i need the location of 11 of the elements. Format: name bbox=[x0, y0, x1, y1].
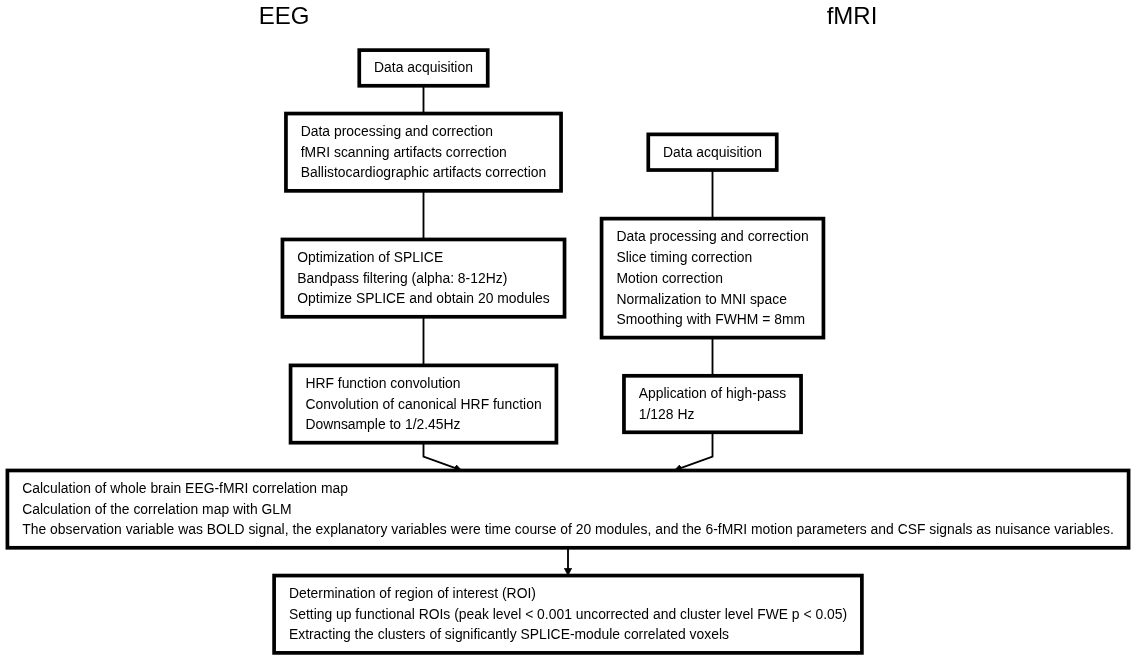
node-box: Data acquisition bbox=[357, 48, 490, 88]
node-box: Data processing and correction Slice timing correction Motion correction Normalization to MNI space Smoothing with FWHM = 8mm bbox=[599, 216, 826, 340]
node-box: HRF function convolution Convolution of canonical HRF function Downsample to 1/2.45Hz bbox=[288, 363, 559, 445]
node-box: Data processing and correction fMRI scanning artifacts correction Ballistocardiographic artifacts correction bbox=[284, 111, 563, 193]
node-box: Calculation of whole brain EEG-fMRI correlation map Calculation of the correlation map with GLM The observation variable was BOLD signal, the explanatory variables were time course of 20 modules, and the 6-fMRI motion parameters and CSF signals as nuisance variables. bbox=[5, 468, 1131, 550]
node-box: Application of high-pass 1/128 Hz bbox=[622, 373, 803, 435]
node-box: Determination of region of interest (ROI) Setting up functional ROIs (peak level < 0.001 uncorrected and cluster level FWE p < 0.05) Extracting the clusters of significantly SPLICE-module correlated voxels bbox=[272, 573, 864, 655]
column-heading: fMRI bbox=[826, 2, 878, 30]
column-heading: EEG bbox=[258, 2, 310, 30]
node-box: Optimization of SPLICE Bandpass filtering (alpha: 8-12Hz) Optimize SPLICE and obtain 20 modules bbox=[280, 237, 567, 319]
node-box: Data acquisition bbox=[646, 132, 779, 172]
